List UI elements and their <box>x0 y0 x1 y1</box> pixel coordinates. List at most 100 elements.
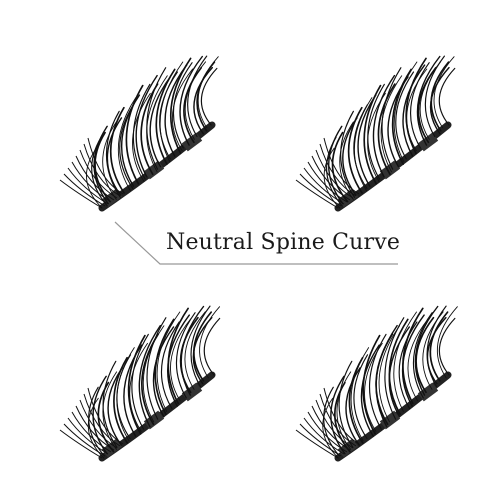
lash-hair <box>402 64 426 157</box>
lash-hair <box>179 316 199 394</box>
lash-hair <box>384 317 405 420</box>
lash-hair <box>59 429 103 459</box>
lash-hair <box>353 354 369 439</box>
lash-hair <box>430 61 450 132</box>
lash-hair <box>171 68 194 152</box>
lash-hair <box>156 311 181 412</box>
callout-label: Neutral Spine Curve <box>166 230 401 255</box>
lash-hair <box>350 347 370 442</box>
lash-hair <box>381 67 402 170</box>
lash-hair <box>87 397 105 459</box>
lash-hair <box>160 321 180 410</box>
lash-hair <box>71 411 112 453</box>
lash-hair <box>311 155 351 201</box>
lash-hair <box>426 305 447 388</box>
lash-hair <box>405 57 427 155</box>
lash-hair <box>132 83 151 180</box>
lash-hair <box>372 74 396 178</box>
lash-hair <box>199 306 221 379</box>
lash-hair <box>323 386 340 457</box>
magnet <box>379 160 401 180</box>
lash-hair <box>391 68 412 165</box>
lash-hair <box>319 143 357 197</box>
lash-hair <box>438 317 456 376</box>
lash-hair <box>424 55 445 138</box>
lash-hair <box>129 342 148 432</box>
lash-hair <box>323 387 360 445</box>
lash-hair <box>154 318 175 415</box>
lash-hair <box>67 167 109 205</box>
lash-hair <box>388 318 409 415</box>
lash-hair <box>138 324 161 428</box>
lash-hair <box>378 325 401 423</box>
lash-hair <box>179 55 203 146</box>
lash-hair <box>172 62 193 149</box>
lash-strip-bottom-left <box>42 280 242 480</box>
lash-hair <box>200 67 218 126</box>
lash-hair <box>131 333 149 430</box>
lash-hair <box>438 67 456 126</box>
lash-hair <box>135 74 158 178</box>
lash-hair <box>393 311 417 412</box>
lash-hair <box>196 61 216 132</box>
lash-hair <box>303 167 345 205</box>
lash-hair <box>79 399 118 449</box>
lash-strip-graphic <box>295 305 458 462</box>
lash-hair <box>106 117 123 196</box>
lash-hair <box>87 387 124 445</box>
lash-hair <box>330 375 346 455</box>
lash-hair <box>436 306 458 379</box>
lash-hair <box>146 67 167 170</box>
lash-strip-graphic <box>295 55 456 212</box>
lash-hair <box>102 360 118 448</box>
lash-hair <box>303 417 345 455</box>
lash-hair <box>187 55 208 138</box>
lash-hair <box>146 317 167 420</box>
lash-hair <box>407 318 429 402</box>
lash-hair <box>170 318 192 402</box>
lash-hair <box>142 325 165 423</box>
lash-hair <box>360 344 380 437</box>
lash-hair <box>109 106 125 194</box>
lash-hair <box>117 97 137 192</box>
lash-hair <box>79 149 118 199</box>
lash-hair <box>203 317 221 376</box>
lash-hair <box>362 334 381 435</box>
lash-hair <box>67 417 109 455</box>
lash-hair <box>295 179 339 209</box>
lash-strip-top-right <box>278 30 478 230</box>
lash-hair <box>83 393 121 447</box>
lash-hair <box>295 429 339 459</box>
lash-hair <box>395 71 415 160</box>
lash-hair <box>116 354 132 439</box>
lash-hair <box>152 326 175 418</box>
lash-hair <box>113 356 129 444</box>
lash-strip-graphic <box>59 55 219 212</box>
lash-hair <box>102 121 117 200</box>
lash-hair <box>419 61 442 140</box>
lash-hair <box>433 56 455 129</box>
lash-hair <box>307 161 348 203</box>
lash-hair <box>368 333 387 430</box>
lash-hair <box>94 131 111 203</box>
lash-hair <box>315 399 354 449</box>
lash-hair <box>184 311 206 390</box>
lash-hair <box>193 311 213 382</box>
lash-hair <box>416 55 441 146</box>
lash-hair <box>159 71 178 160</box>
lash-hair <box>167 307 189 405</box>
lash-hair <box>159 61 184 162</box>
lash-hair <box>75 405 115 451</box>
lash-hair <box>393 61 418 162</box>
lash-hair <box>155 68 176 165</box>
lash-hair <box>193 66 213 135</box>
lash-hair <box>149 76 171 168</box>
lash-hair <box>307 411 348 453</box>
lash-hair <box>347 106 363 194</box>
lash-hair <box>127 334 146 435</box>
lash-hair <box>339 121 354 200</box>
lash-hair <box>125 84 144 185</box>
lash-hair <box>375 333 394 426</box>
lash-hair <box>175 312 196 399</box>
lash-hair <box>402 307 424 405</box>
